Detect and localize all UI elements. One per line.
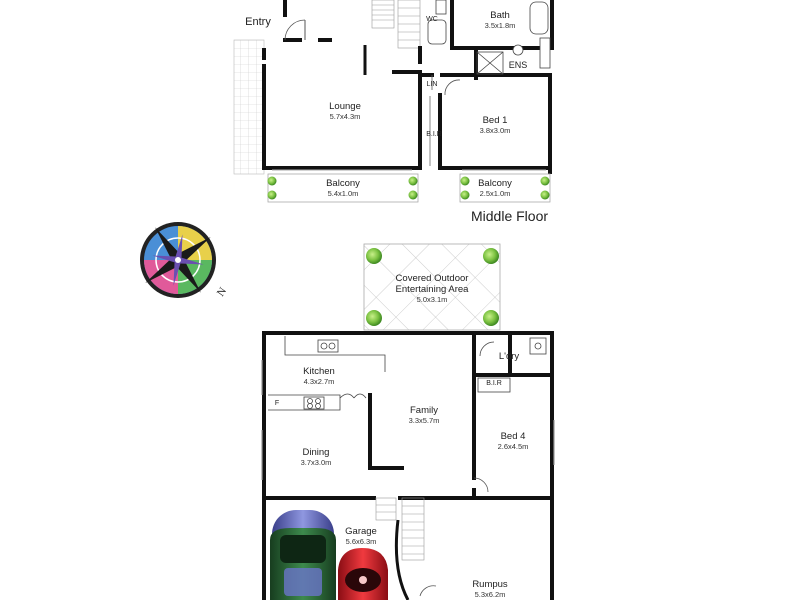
- ground-floor: [261, 243, 555, 600]
- room-label-entry: Entry: [245, 16, 271, 28]
- outdoor-plants: [366, 248, 499, 326]
- room-label-bed4: Bed 4 2.6x4.5m: [497, 431, 529, 451]
- middle-floor: [233, 0, 554, 203]
- stairs-ground: [375, 497, 425, 561]
- room-label-lin: LIN: [426, 81, 438, 88]
- balcony-right: [459, 173, 551, 203]
- outdoor-area: [363, 243, 501, 331]
- room-label-balcony-left: Balcony 5.4x1.0m: [326, 178, 360, 198]
- middle-floor-walls: [262, 0, 554, 174]
- entry-door: [284, 19, 306, 41]
- room-label-bed1: Bed 1 3.8x3.0m: [479, 115, 511, 135]
- room-label-laundry: L'dry: [498, 351, 520, 362]
- car-green: [270, 528, 336, 600]
- kitchen-counters: [268, 336, 386, 411]
- room-label-bir-ground: B.I.R: [486, 380, 502, 387]
- bath-fixtures: [427, 0, 551, 75]
- entry-tiles: [233, 39, 265, 175]
- room-label-family: Family 3.3x5.7m: [408, 405, 440, 425]
- lin-door: [444, 79, 461, 96]
- car-red: [338, 548, 388, 600]
- room-label-outdoor: Covered Outdoor Entertaining Area 5.0x3.…: [395, 273, 469, 304]
- room-label-kitchen: Kitchen 4.3x2.7m: [303, 366, 335, 386]
- room-label-rumpus: Rumpus 5.3x6.2m: [472, 579, 508, 599]
- compass-rose: [140, 222, 216, 298]
- room-label-bir-mid: B.I.R: [426, 131, 442, 138]
- room-label-garage: Garage 5.6x6.3m: [345, 526, 377, 546]
- room-label-dining: Dining 3.7x3.0m: [300, 447, 332, 467]
- floor-title: Middle Floor: [471, 208, 549, 224]
- stairs-top: [371, 0, 421, 49]
- room-label-fridge: F: [274, 400, 280, 407]
- balcony-left: [267, 173, 419, 203]
- room-label-bath: Bath 3.5x1.8m: [484, 10, 516, 30]
- room-label-ens: ENS: [508, 60, 528, 70]
- room-label-lounge: Lounge 5.7x4.3m: [329, 101, 361, 121]
- room-label-balcony-right: Balcony 2.5x1.0m: [478, 178, 512, 198]
- room-label-wc: WC: [426, 16, 438, 23]
- balcony-plants: [267, 176, 550, 200]
- ground-floor-walls: [262, 331, 554, 600]
